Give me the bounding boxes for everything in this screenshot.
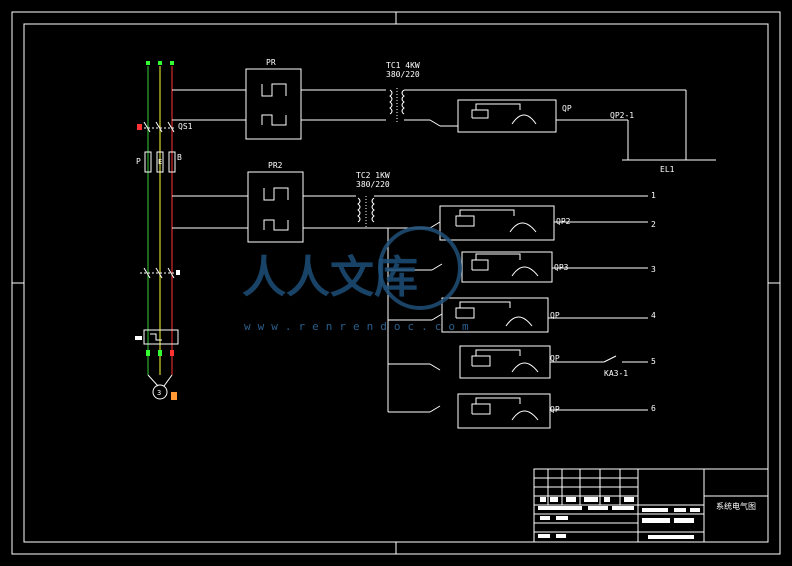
thermal-relay-mark — [135, 336, 142, 340]
drawing-frame — [11, 11, 781, 555]
title-block-fills — [538, 497, 700, 539]
b-label: B — [177, 153, 182, 162]
contactor-aux — [176, 270, 180, 275]
output-6: 6 — [651, 404, 656, 413]
relay-terminals — [146, 350, 174, 356]
title-block — [533, 468, 769, 543]
output-5: 5 — [651, 357, 656, 366]
tc2-rating: TC2 1KW — [356, 171, 390, 180]
main-contactor — [140, 267, 176, 279]
tc2-ratio: 380/220 — [356, 180, 390, 189]
main-power-lines — [147, 66, 173, 375]
qp3-label: QP3 — [554, 263, 569, 272]
output-1: 1 — [651, 191, 656, 200]
pr-label: PR — [266, 58, 276, 67]
branch-2 — [388, 205, 648, 241]
p-label: P — [136, 157, 141, 166]
ka3-1-label: KA3-1 — [604, 369, 628, 378]
watermark: 人人文库 www.renrendoc.com — [242, 226, 476, 333]
tc1-rating: TC1 4KW — [386, 61, 420, 70]
qp-4-label: QP — [550, 311, 560, 320]
el1-label: EL1 — [660, 165, 675, 174]
tc2-transformer — [357, 195, 648, 228]
fuses — [144, 151, 176, 173]
branch-4 — [388, 297, 648, 333]
branch-3 — [388, 251, 648, 283]
qp2-label: QP2 — [556, 217, 571, 226]
branch-6 — [388, 393, 648, 429]
qp2-1-label: QP2-1 — [610, 111, 634, 120]
output-3: 3 — [651, 265, 656, 274]
tc1-transformer — [389, 88, 686, 127]
qp-5-label: QP — [550, 354, 560, 363]
e-label: E — [158, 158, 162, 166]
watermark-url: www.renrendoc.com — [244, 320, 476, 333]
qs1-switch — [140, 121, 176, 133]
motor-label: 3 — [157, 389, 161, 397]
qs1-handle — [137, 124, 142, 130]
qs1-label: QS1 — [178, 122, 193, 131]
motor — [147, 374, 173, 400]
pr-branch — [172, 68, 386, 140]
pr2-label: PR2 — [268, 161, 283, 170]
output-4: 4 — [651, 311, 656, 320]
branch-5 — [388, 345, 648, 379]
watermark-text: 人人文库 — [242, 252, 418, 303]
pr2-branch — [172, 171, 388, 243]
thermal-relay — [143, 329, 179, 345]
drawing-title: 系统电气图 — [716, 501, 756, 511]
qp-6-label: QP — [550, 405, 560, 414]
output-2: 2 — [651, 220, 656, 229]
qp-label: QP — [562, 104, 572, 113]
tc1-ratio: 380/220 — [386, 70, 420, 79]
ground-symbol-icon — [171, 392, 177, 400]
qp-breaker — [457, 90, 716, 161]
phase-terminals — [146, 61, 174, 65]
